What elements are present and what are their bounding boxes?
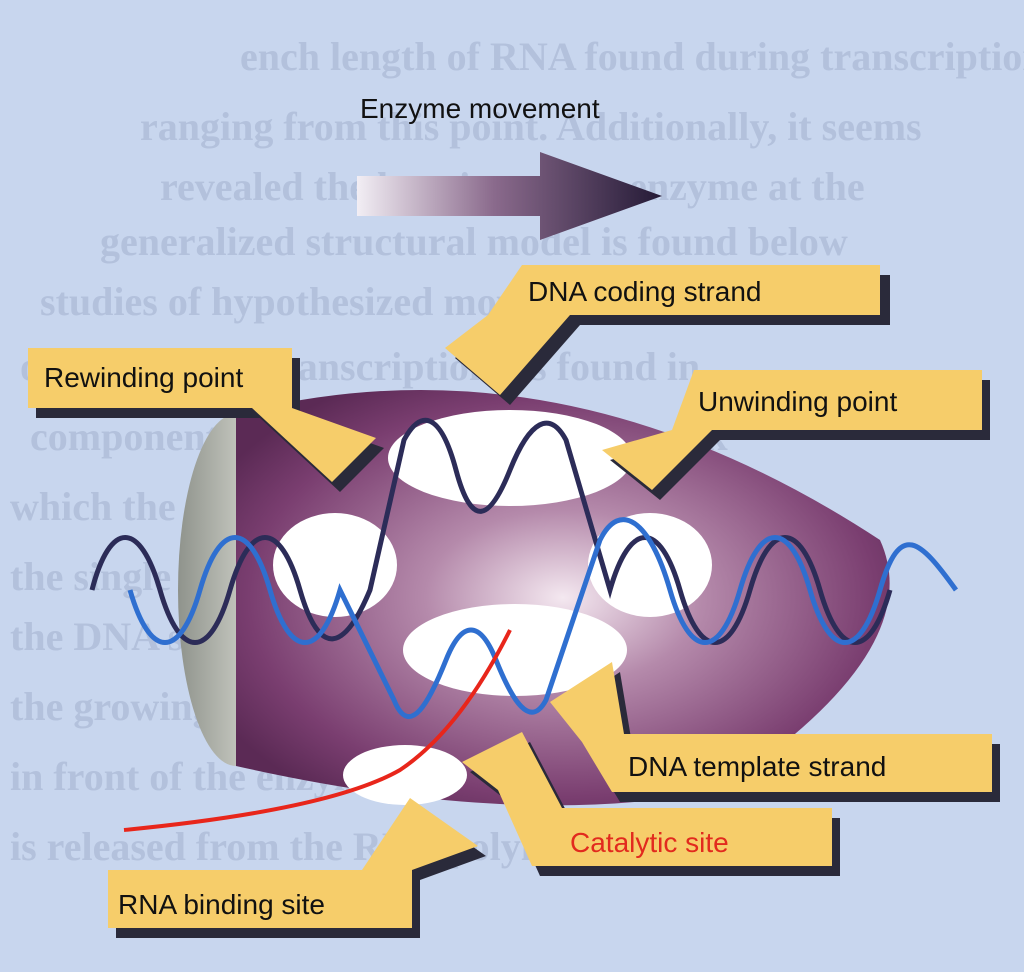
callout-unwinding-point: Unwinding point xyxy=(602,370,990,500)
svg-text:ranging from this point. Addit: ranging from this point. Additionally, i… xyxy=(140,104,922,149)
enzyme-movement-arrow xyxy=(357,152,662,240)
dna-coding-strand-label: DNA coding strand xyxy=(528,276,761,307)
rna-strand xyxy=(123,629,512,832)
dna-strand-blue xyxy=(127,517,959,719)
callout-catalytic-site: Catalytic site xyxy=(462,732,840,876)
dna-double-helix xyxy=(89,418,959,719)
svg-text:generalized structural model i: generalized structural model is found be… xyxy=(100,219,848,264)
rna-binding-site-label: RNA binding site xyxy=(118,889,325,920)
enzyme-movement-label: Enzyme movement xyxy=(360,93,600,124)
svg-text:ench length of RNA found durin: ench length of RNA found during transcri… xyxy=(240,34,1024,79)
dna-strand-dark xyxy=(89,418,893,645)
dna-template-strand-label: DNA template strand xyxy=(628,751,886,782)
unwinding-point-label: Unwinding point xyxy=(698,386,897,417)
rna-polymerase-enzyme xyxy=(178,390,890,806)
callout-rna-binding-site: RNA binding site xyxy=(108,798,486,938)
callout-dna-coding-strand: DNA coding strand xyxy=(445,265,890,405)
callout-rewinding-point: Rewinding point xyxy=(28,348,384,492)
catalytic-site-label: Catalytic site xyxy=(570,827,729,858)
rewinding-point-label: Rewinding point xyxy=(44,362,243,393)
callout-dna-template-strand: DNA template strand xyxy=(550,662,1000,802)
